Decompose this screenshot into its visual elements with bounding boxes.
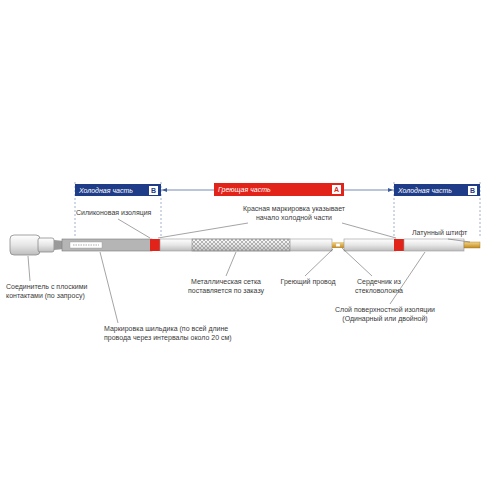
connector-label: Соединитель с плоскими контактами (по за… [6,283,94,300]
section-letter: B [467,185,478,196]
brass-pin-label: Латунный штифт [412,229,492,238]
section-name: Холодная часть [79,187,133,194]
leader-lines [28,219,470,323]
dimension-lines [75,182,480,236]
heating-wire-label: Греющий провод [280,278,336,287]
red-marking-label: Красная маркировка указывает начало холо… [232,205,356,222]
mesh-label: Металлическая сетка поставляется по зака… [180,278,272,295]
heating-section-band: Греющая часть A [214,183,344,196]
cold-section-band: Холодная часть B [394,184,480,196]
section-name: Греющая часть [218,186,271,193]
silicone-label: Силиконовая изоляция [76,209,166,218]
section-letter: B [148,185,159,196]
core-label: Сердечник из стекловолокна [340,278,418,295]
nameplate-label: Маркировка шильдика (по всей длине прово… [104,325,248,342]
flat-contact-connector [10,235,64,255]
cold-section-band: Холодная часть B [75,184,161,196]
section-letter: A [331,184,342,195]
heating-cable [62,239,480,251]
section-name: Холодная часть [398,187,452,194]
insulation-label: Слой поверхностной изоляции (Одинарный и… [318,306,452,323]
